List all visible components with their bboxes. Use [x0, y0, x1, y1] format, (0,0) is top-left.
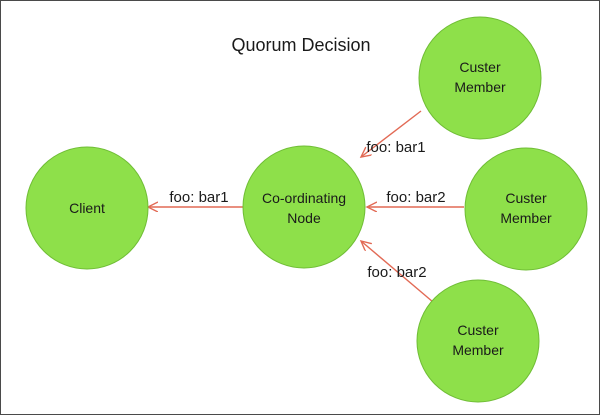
node-label-line-1: Custer — [457, 322, 499, 338]
node-label: Client — [69, 200, 105, 216]
edge-member3-to-coord: foo: bar2 — [361, 241, 434, 303]
node-label-line-1: Custer — [505, 190, 547, 206]
node-circle — [242, 145, 366, 269]
edge-member2-to-coord: foo: bar2 — [367, 189, 464, 207]
edge-member1-to-coord: foo: bar1 — [361, 110, 426, 157]
node-label-line-2: Member — [500, 210, 552, 226]
node-label-line-1: Co-ordinating — [262, 190, 346, 206]
diagram-title: Quorum Decision — [231, 35, 370, 55]
edge-label: foo: bar2 — [367, 264, 426, 281]
node-member-top: Custer Member — [418, 16, 542, 140]
node-circle — [416, 279, 540, 403]
node-label-line-1: Custer — [459, 59, 501, 75]
node-client: Client — [25, 146, 149, 270]
node-coordinating: Co-ordinating Node — [242, 145, 366, 269]
node-member-middle: Custer Member — [464, 147, 588, 271]
node-circle — [418, 16, 542, 140]
node-circle — [25, 146, 149, 270]
node-circle — [464, 147, 588, 271]
edge-coord-to-client: foo: bar1 — [148, 189, 244, 207]
edge-line — [361, 241, 434, 303]
edge-line — [361, 110, 422, 157]
node-label-line-2: Member — [452, 342, 504, 358]
edge-label: foo: bar1 — [366, 139, 425, 156]
node-label-line-2: Node — [287, 210, 321, 226]
edge-label: foo: bar1 — [169, 189, 228, 206]
edge-label: foo: bar2 — [386, 189, 445, 206]
node-label-line-2: Member — [454, 79, 506, 95]
node-member-bottom: Custer Member — [416, 279, 540, 403]
